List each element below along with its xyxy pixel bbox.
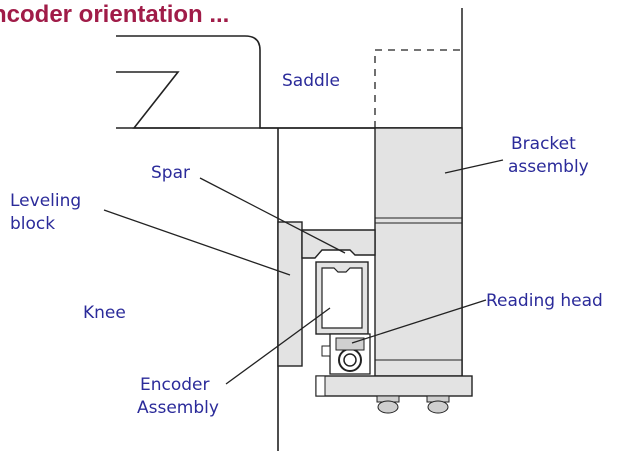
saddle-shape: [116, 35, 462, 129]
encoder-label-line1: Encoder: [140, 375, 210, 395]
mounting-plate: [315, 375, 473, 397]
leader-reading-head: [351, 299, 487, 344]
diagram-title: ncoder orientation ...: [0, 1, 229, 28]
encoder-label-line2: Assembly: [137, 398, 219, 418]
bracket-label-line2: assembly: [508, 157, 589, 177]
saddle-label: Saddle: [282, 71, 340, 91]
leader-spar: [199, 177, 346, 254]
spar-shape: [301, 229, 376, 259]
saddle-break-line: [116, 71, 200, 129]
encoder-body-inner: [321, 267, 363, 329]
leader-lines: [103, 159, 504, 385]
reading-head-label: Reading head: [486, 291, 603, 311]
reading-head-core: [343, 353, 357, 367]
leader-leveling: [103, 209, 291, 276]
mounting-plate-edge: [315, 375, 326, 397]
bracket-assembly-shape: [374, 127, 463, 377]
bracket-label-line1: Bracket: [511, 134, 576, 154]
leveling-block-shape: [277, 221, 303, 367]
leveling-label-line1: Leveling: [10, 191, 81, 211]
leader-bracket: [444, 159, 504, 174]
knee-label: Knee: [83, 303, 126, 323]
reading-head-tab: [321, 345, 331, 357]
hidden-dashed-line: [374, 49, 462, 128]
spar-label: Spar: [151, 163, 190, 183]
leader-encoder: [225, 307, 331, 385]
reading-head-block: [335, 337, 365, 351]
leveling-label-line2: block: [10, 214, 55, 234]
screw-heads: [376, 395, 450, 414]
